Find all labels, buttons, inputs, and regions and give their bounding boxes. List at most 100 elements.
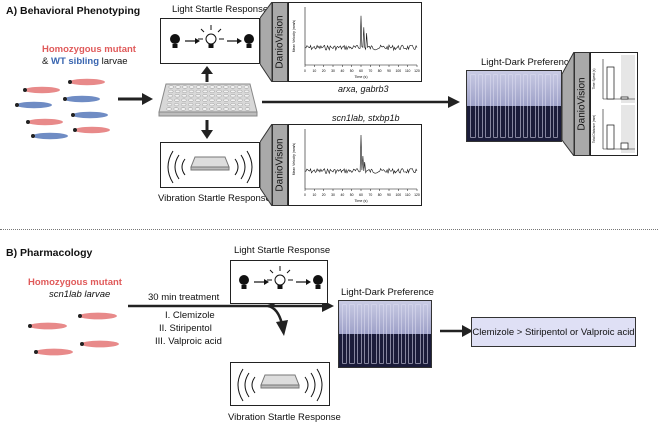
- arena-lane: [400, 304, 406, 364]
- x-tick-label: 90: [387, 69, 391, 73]
- x-tick-label: 80: [378, 69, 382, 73]
- arena-lane: [552, 74, 558, 138]
- connector-light-a: [260, 2, 273, 82]
- vibration-startle-title-b: Vibration Startle Response: [228, 412, 341, 423]
- x-tick-label: 70: [368, 193, 372, 197]
- larva-b-4: [80, 340, 119, 348]
- gene-larvae-b: scn1lab larvae: [49, 289, 111, 300]
- bar-distance-light: [606, 124, 615, 150]
- x-tick-label: 100: [395, 193, 401, 197]
- section-a-title: A) Behavioral Phenotyping: [6, 5, 141, 17]
- arrow-up-a: [201, 66, 213, 82]
- well-plate-a: [158, 83, 258, 117]
- plate-icon-b: [260, 374, 300, 389]
- wt-label-a: & WT sibling larvae: [42, 56, 128, 67]
- x-tick-label: 70: [368, 69, 372, 73]
- bar2-ylabel: Total Distance (mm): [592, 115, 596, 143]
- arena-lane: [522, 74, 528, 138]
- section-b-title: B) Pharmacology: [6, 247, 93, 259]
- x-axis-label: Time (s): [354, 199, 367, 203]
- larva-red-1: [23, 86, 60, 94]
- x-tick-label: 110: [405, 193, 411, 197]
- x-tick-label: 50: [350, 69, 354, 73]
- vibration-startle-box-b: [230, 362, 330, 406]
- arena-lane: [363, 304, 370, 364]
- bulb-off-icon: [170, 34, 180, 48]
- arena-lane: [371, 304, 377, 364]
- x-tick-label: 50: [350, 193, 354, 197]
- light-dark-title-a: Light-Dark Preference: [481, 57, 574, 68]
- arena-lane: [492, 74, 498, 138]
- bulb-on-icon-b: [267, 266, 293, 289]
- larva-red-4: [73, 126, 110, 134]
- arena-lane: [415, 304, 421, 364]
- velocity-line: [304, 15, 418, 52]
- larva-blue-4: [31, 132, 68, 140]
- light-stimulus-sequence: [170, 25, 254, 48]
- x-tick-label: 90: [387, 193, 391, 197]
- y-axis-label: Mean Velocity (mm/s): [292, 20, 296, 53]
- light-dark-arena-a: [466, 70, 562, 142]
- daniovision-panel-vibration-a: DanioVision: [272, 124, 288, 206]
- arena-lane: [349, 304, 355, 364]
- connector-vibration-a: [260, 124, 273, 206]
- larva-blue-1: [15, 101, 52, 109]
- light-stimulus-sequence-b: [239, 266, 323, 289]
- mutant-label-a: Homozygous mutant: [42, 44, 136, 55]
- y-axis-label: Mean Velocity (mm/s): [292, 143, 296, 176]
- larva-blue-3: [71, 111, 108, 119]
- bar1-ylabel: Time Spent (s): [592, 69, 596, 90]
- x-axis-label: Time (s): [354, 75, 367, 79]
- bar-distance-dark: [620, 142, 629, 150]
- plate-icon: [190, 156, 230, 171]
- x-tick-label: 10: [312, 193, 316, 197]
- x-tick-label: 100: [395, 69, 401, 73]
- bar-time-light: [606, 66, 615, 100]
- x-tick-label: 40: [340, 69, 344, 73]
- treatment-label: 30 min treatment: [148, 292, 220, 303]
- arena-lane: [515, 74, 521, 138]
- larva-b-2: [78, 312, 117, 320]
- genes-bottom-label: scn1lab, stxbp1b: [332, 113, 400, 123]
- x-tick-label: 20: [322, 193, 326, 197]
- drug-2: II. Stiripentol: [159, 323, 212, 334]
- bulb-off-icon-2: [244, 34, 254, 48]
- arena-lane: [378, 304, 384, 364]
- arrow-down-a: [201, 120, 213, 139]
- arrow-to-plate-a: [118, 93, 153, 105]
- vibration-stimulus-b: [237, 368, 323, 402]
- x-tick-label: 0: [304, 193, 306, 197]
- arena-lane: [356, 304, 362, 364]
- x-tick-label: 30: [331, 193, 335, 197]
- bulb-on-icon: [198, 25, 224, 48]
- daniovision-panel-light-a: DanioVision: [272, 2, 288, 82]
- arrow-to-light-dark-a: [262, 96, 460, 108]
- light-startle-title-a: Light Startle Response: [172, 4, 269, 15]
- larva-red-2: [68, 78, 105, 86]
- larvae-group-a: [15, 78, 110, 140]
- x-tick-label: 120: [414, 69, 420, 73]
- bulb-off-icon-b2: [313, 275, 323, 289]
- light-startle-box-a: [160, 18, 260, 64]
- x-tick-label: 0: [304, 69, 306, 73]
- vibration-startle-box-a: [160, 142, 260, 188]
- light-dark-title-b: Light-Dark Preference: [341, 287, 434, 298]
- light-startle-title-b: Light Startle Response: [234, 245, 331, 256]
- x-tick-label: 10: [312, 69, 316, 73]
- x-tick-label: 110: [405, 69, 411, 73]
- light-startle-box-b: [230, 260, 328, 304]
- vibration-stimulus: [167, 150, 253, 184]
- drug-3: III. Valproic acid: [155, 336, 222, 347]
- larva-red-3: [26, 118, 63, 126]
- x-tick-label: 40: [340, 193, 344, 197]
- arena-lane: [393, 304, 399, 364]
- result-box: Clemizole > Stiripentol or Valproic acid: [471, 317, 636, 347]
- x-tick-label: 120: [414, 193, 420, 197]
- vibration-waves-icon-b: [237, 368, 323, 402]
- x-tick-label: 30: [331, 69, 335, 73]
- bar-time-dark: [620, 96, 629, 100]
